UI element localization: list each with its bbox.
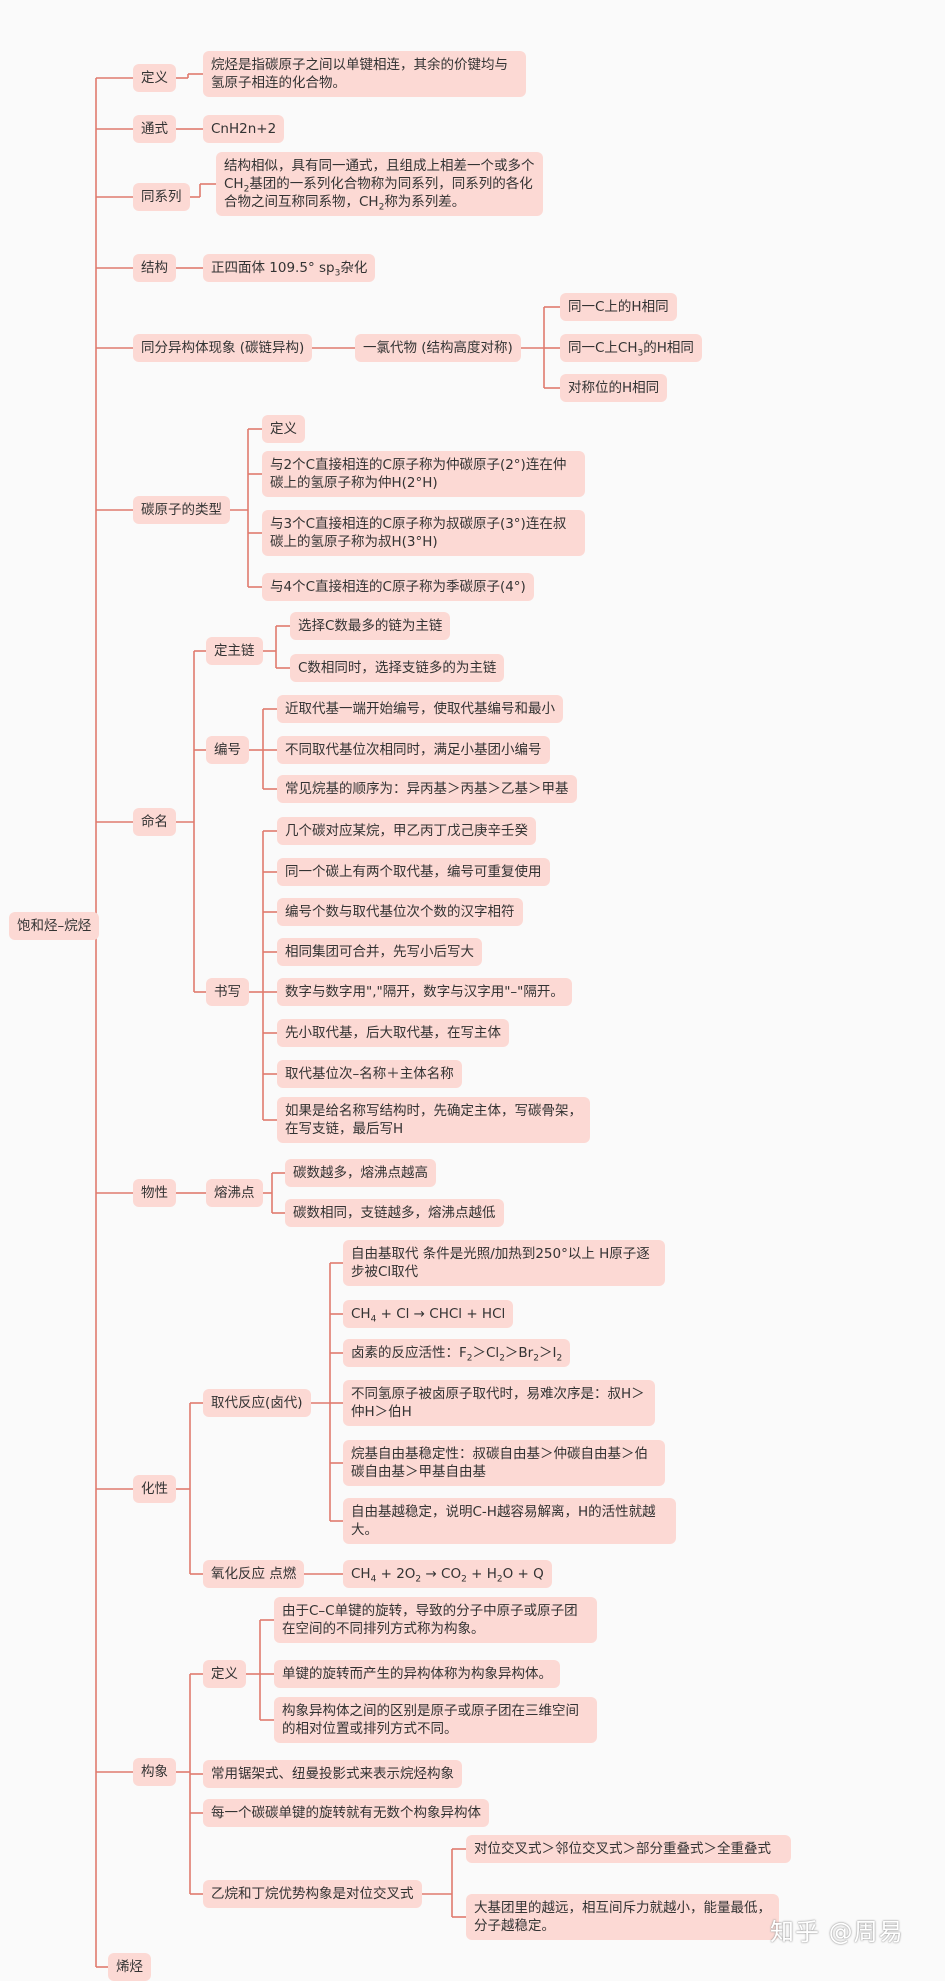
conform-def-label[interactable]: 定义 bbox=[203, 1660, 246, 1688]
conform-label[interactable]: 构象 bbox=[133, 1758, 176, 1786]
naming-write-i3[interactable]: 编号个数与取代基位次个数的汉字相符 bbox=[277, 898, 523, 926]
oxi-e4: + H bbox=[466, 1566, 497, 1582]
chemical-sub-i5[interactable]: 烷基自由基稳定性：叔碳自由基＞仲碳自由基＞伯碳自由基＞甲基自由基 bbox=[343, 1440, 665, 1486]
homolog-t2: 基团的一系列化合物称为同系列，同系列的各化合物之间互称同系物，CH bbox=[224, 176, 533, 210]
oxi-s3: 2 bbox=[461, 1574, 467, 1585]
oxi-e5: O + Q bbox=[502, 1566, 544, 1582]
sub-i3-s1: 2 bbox=[466, 1353, 473, 1364]
naming-write-i6[interactable]: 先小取代基，后大取代基，在写主体 bbox=[277, 1019, 509, 1047]
homolog-sub2: 2 bbox=[378, 202, 385, 213]
homolog-t3: 称为系列差。 bbox=[384, 194, 466, 210]
naming-num-i3[interactable]: 常见烷基的顺序为：异丙基＞丙基＞乙基＞甲基 bbox=[277, 775, 577, 803]
physical-mp[interactable]: 熔沸点 bbox=[206, 1179, 263, 1207]
chemical-sub-i6[interactable]: 自由基越稳定，说明C-H越容易解离，H的活性就越大。 bbox=[343, 1498, 676, 1544]
alkene-node[interactable]: 烯烃 bbox=[108, 1953, 151, 1981]
structure-sub: 3 bbox=[334, 268, 341, 279]
naming-write-i1[interactable]: 几个碳对应某烷，甲乙丙丁戊己庚辛壬癸 bbox=[277, 817, 536, 845]
isomer-c1[interactable]: 同一C上的H相同 bbox=[560, 293, 677, 321]
chemical-label[interactable]: 化性 bbox=[133, 1475, 176, 1503]
structure-text[interactable]: 正四面体 109.5° sp3杂化 bbox=[203, 254, 376, 282]
naming-num-i2[interactable]: 不同取代基位次相同时，满足小基团小编号 bbox=[277, 736, 550, 764]
conform-def-i3[interactable]: 构象异构体之间的区别是原子或原子团在三维空间的相对位置或排列方式不同。 bbox=[274, 1697, 597, 1743]
oxi-e2: + 2O bbox=[376, 1566, 416, 1582]
naming-write-i5[interactable]: 数字与数字用","隔开，数字与汉字用"–"隔开。 bbox=[277, 978, 572, 1006]
naming-write-i8[interactable]: 如果是给名称写结构时，先确定主体，写碳骨架，在写支链，最后写H bbox=[277, 1097, 590, 1143]
structure-t2: 杂化 bbox=[340, 260, 368, 276]
chemical-oxi-label[interactable]: 氧化反应 点燃 bbox=[203, 1560, 305, 1588]
physical-i2[interactable]: 碳数相同，支链越多，熔沸点越低 bbox=[285, 1199, 504, 1227]
oxi-s1: 4 bbox=[370, 1574, 377, 1585]
isomer-c2b: 的H相同 bbox=[643, 340, 694, 356]
oxi-s4: 2 bbox=[496, 1574, 503, 1585]
sub-i2-sub: 4 bbox=[370, 1314, 377, 1325]
oxi-e1: CH bbox=[351, 1566, 371, 1582]
homolog-text[interactable]: 结构相似，具有同一通式，且组成上相差一个或多个CH2基团的一系列化合物称为同系列… bbox=[216, 152, 543, 216]
sub-i3b: ＞Cl bbox=[472, 1345, 500, 1361]
isomer-label[interactable]: 同分异构体现象 (碳链异构) bbox=[133, 334, 313, 362]
isomer-c2[interactable]: 同一C上CH3的H相同 bbox=[560, 334, 702, 362]
structure-t1: 正四面体 109.5° sp bbox=[211, 260, 335, 276]
ctype-c3[interactable]: 与3个C直接相连的C原子称为叔碳原子(3°)连在叔碳上的氢原子称为叔H(3°H) bbox=[262, 510, 585, 556]
naming-num-i1[interactable]: 近取代基一端开始编号，使取代基编号和最小 bbox=[277, 695, 563, 723]
sub-i3a: 卤素的反应活性：F bbox=[351, 1345, 467, 1361]
def-label[interactable]: 定义 bbox=[133, 64, 176, 92]
sub-i3-s4: 2 bbox=[556, 1353, 563, 1364]
root-node[interactable]: 饱和烃–烷烃 bbox=[9, 912, 100, 940]
general-text[interactable]: CnH2n+2 bbox=[203, 115, 285, 143]
chemical-sub-i1[interactable]: 自由基取代 条件是光照/加热到250°以上 H原子逐步被Cl取代 bbox=[343, 1240, 665, 1286]
ctype-c1[interactable]: 定义 bbox=[262, 415, 305, 443]
naming-label[interactable]: 命名 bbox=[133, 808, 176, 836]
isomer-mono[interactable]: 一氯代物 (结构高度对称) bbox=[355, 334, 521, 362]
conform-c4-label[interactable]: 乙烷和丁烷优势构象是对位交叉式 bbox=[203, 1880, 422, 1908]
isomer-sub: 3 bbox=[637, 348, 644, 359]
naming-write-i7[interactable]: 取代基位次–名称＋主体名称 bbox=[277, 1060, 462, 1088]
naming-main-i1[interactable]: 选择C数最多的链为主链 bbox=[290, 612, 451, 640]
chemical-sub-i3[interactable]: 卤素的反应活性：F2＞Cl2＞Br2＞I2 bbox=[343, 1339, 571, 1367]
def-text[interactable]: 烷烃是指碳原子之间以单键相连，其余的价键均与氢原子相连的化合物。 bbox=[203, 51, 526, 97]
chemical-oxi-eq[interactable]: CH4 + 2O2 → CO2 + H2O + Q bbox=[343, 1560, 552, 1588]
ctype-c4[interactable]: 与4个C直接相连的C原子称为季碳原子(4°) bbox=[262, 573, 534, 601]
isomer-c3[interactable]: 对称位的H相同 bbox=[560, 374, 668, 402]
naming-write-label[interactable]: 书写 bbox=[206, 978, 249, 1006]
chemical-sub-i2[interactable]: CH4 + Cl → CHCl + HCl bbox=[343, 1300, 514, 1328]
physical-i1[interactable]: 碳数越多，熔沸点越高 bbox=[285, 1159, 436, 1187]
chemical-sub-i4[interactable]: 不同氢原子被卤原子取代时，易难次序是：叔H＞仲H＞伯H bbox=[343, 1380, 655, 1426]
conform-def-i2[interactable]: 单键的旋转而产生的异构体称为构象异构体。 bbox=[274, 1660, 560, 1688]
naming-main-label[interactable]: 定主链 bbox=[206, 637, 263, 665]
conform-c3[interactable]: 每一个碳碳单键的旋转就有无数个构象异构体 bbox=[203, 1799, 489, 1827]
naming-main-i2[interactable]: C数相同时，选择支链多的为主链 bbox=[290, 654, 505, 682]
sub-i2a: CH bbox=[351, 1306, 371, 1322]
sub-i3c: ＞Br bbox=[504, 1345, 534, 1361]
oxi-e3: → CO bbox=[421, 1566, 462, 1582]
homolog-t1: 结构相似，具有同一通式，且组成上相差一个或多个CH bbox=[224, 158, 535, 192]
conform-c4-i1[interactable]: 对位交叉式＞邻位交叉式＞部分重叠式＞全重叠式 bbox=[466, 1835, 791, 1863]
chemical-sub-label[interactable]: 取代反应(卤代) bbox=[203, 1389, 311, 1417]
general-label[interactable]: 通式 bbox=[133, 115, 176, 143]
naming-write-i4[interactable]: 相同集团可合并，先写小后写大 bbox=[277, 938, 482, 966]
conform-def-i1[interactable]: 由于C–C单键的旋转，导致的分子中原子或原子团在空间的不同排列方式称为构象。 bbox=[274, 1597, 597, 1643]
naming-write-i2[interactable]: 同一个碳上有两个取代基，编号可重复使用 bbox=[277, 858, 550, 886]
homolog-sub1: 2 bbox=[243, 184, 250, 195]
conform-c4-i2[interactable]: 大基团里的越远，相互间斥力就越小，能量最低，分子越稳定。 bbox=[466, 1894, 779, 1940]
structure-label[interactable]: 结构 bbox=[133, 254, 176, 282]
conform-c2[interactable]: 常用锯架式、纽曼投影式来表示烷烃构象 bbox=[203, 1760, 462, 1788]
sub-i3d: ＞I bbox=[538, 1345, 557, 1361]
oxi-s2: 2 bbox=[415, 1574, 422, 1585]
sub-i3-s2: 2 bbox=[499, 1353, 505, 1364]
naming-num-label[interactable]: 编号 bbox=[206, 736, 249, 764]
sub-i2b: + Cl → CHCl + HCl bbox=[376, 1306, 506, 1322]
homolog-label[interactable]: 同系列 bbox=[133, 183, 190, 211]
watermark: 知乎 @周易 bbox=[770, 1918, 904, 1946]
ctype-c2[interactable]: 与2个C直接相连的C原子称为仲碳原子(2°)连在仲碳上的氢原子称为仲H(2°H) bbox=[262, 451, 585, 497]
sub-i3-s3: 2 bbox=[533, 1353, 539, 1364]
isomer-c2a: 同一C上CH bbox=[568, 340, 638, 356]
physical-label[interactable]: 物性 bbox=[133, 1179, 176, 1207]
ctype-label[interactable]: 碳原子的类型 bbox=[133, 496, 230, 524]
